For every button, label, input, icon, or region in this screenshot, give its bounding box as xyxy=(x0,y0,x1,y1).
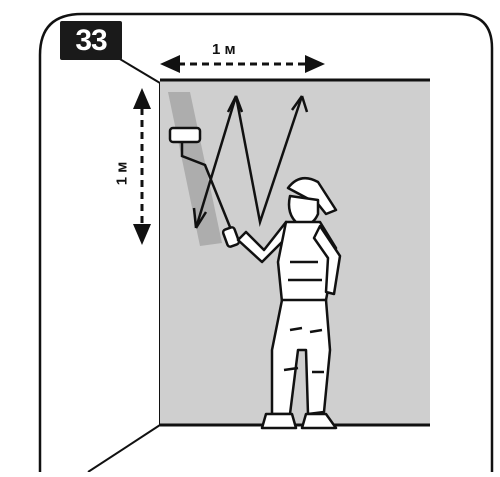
double-arrow-icon xyxy=(133,88,151,245)
double-arrow-icon xyxy=(160,55,325,73)
horizontal-dimension-label: 1 м xyxy=(212,41,236,58)
step-number-badge: 33 xyxy=(60,21,122,60)
vertical-dimension-label: 1 м xyxy=(113,162,130,186)
step-number: 33 xyxy=(75,26,106,56)
